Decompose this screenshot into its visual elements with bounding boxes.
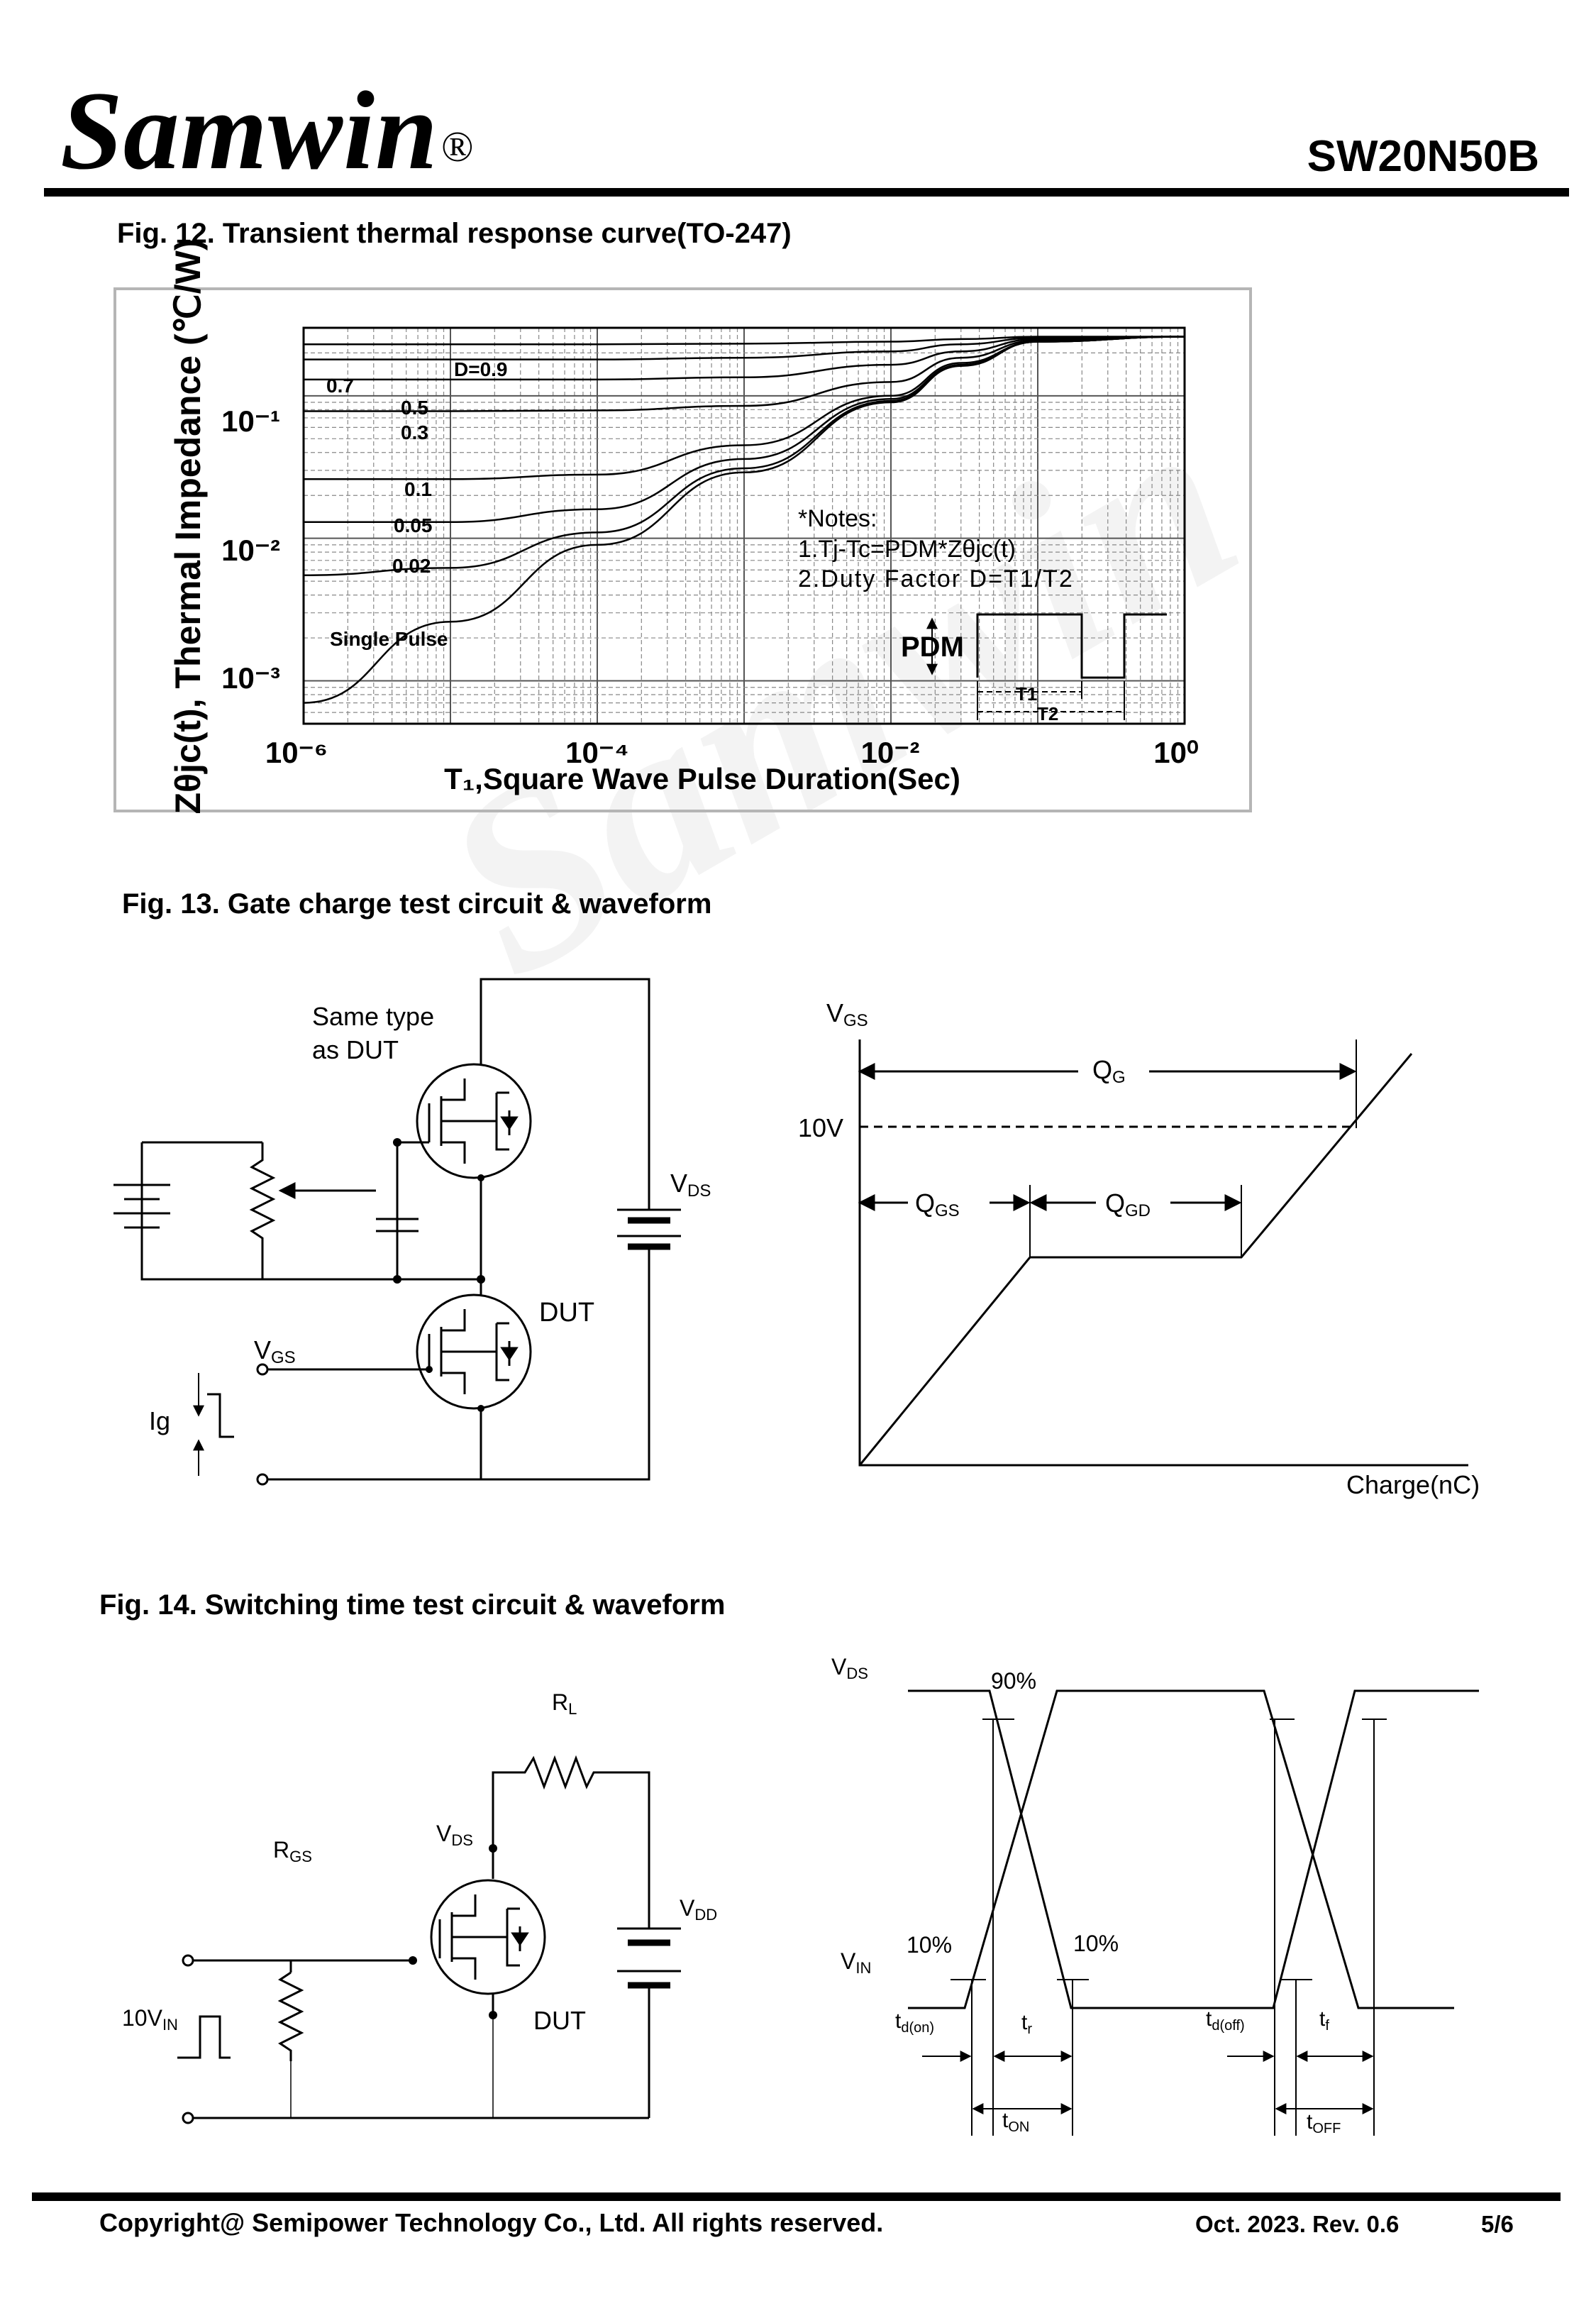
label-10-percent-b: 10%: [1073, 1931, 1119, 1956]
rgs-label: RGS: [273, 1837, 312, 1865]
fig13-nodes: [393, 1138, 485, 1412]
tr-label: tr: [1021, 2011, 1032, 2037]
tf-label: tf: [1319, 2007, 1329, 2034]
fig12-plot-area: [302, 326, 1186, 725]
footer-rule: [32, 2192, 1561, 2201]
fig12-x-tick-2: 10⁻⁴: [565, 736, 629, 769]
series-label-01: 0.1: [404, 478, 432, 500]
ten-v-label: 10V: [798, 1113, 843, 1142]
wave-vds-label: VDS: [831, 1654, 868, 1682]
note-1: 1.Tj-Tc=PDM*Zθjc(t): [798, 536, 1016, 563]
wave-vgs-label: VGS: [826, 998, 868, 1030]
fig12-x-tick-3: 10⁻²: [861, 736, 920, 769]
fig13-vgs-label: VGS: [254, 1335, 296, 1367]
notes-title: *Notes:: [798, 505, 877, 532]
note-2: 2.Duty Factor D=T1/T2: [798, 566, 1074, 592]
same-type-label-2: as DUT: [312, 1035, 399, 1064]
same-type-label-1: Same type: [312, 1002, 434, 1031]
fig12-grid: [303, 328, 1185, 724]
t1-label: T1: [1016, 683, 1037, 705]
series-line-7: [303, 336, 1185, 704]
ten-vin-label: 10VIN: [122, 2005, 178, 2034]
series-label-d09: D=0.9: [454, 358, 508, 380]
fig12-x-tick-1: 10⁻⁶: [265, 736, 328, 769]
series-line-3: [304, 336, 1185, 412]
fig14-circuit: [177, 1755, 681, 2119]
vdd-label: VDD: [680, 1895, 717, 1924]
footer-date-rev: Oct. 2023. Rev. 0.6: [1195, 2211, 1400, 2237]
header-rule: [44, 188, 1569, 197]
toff-label: tOFF: [1307, 2110, 1341, 2136]
registered-mark: ®: [440, 123, 475, 170]
fig12-curves: [303, 336, 1185, 704]
fig12-y-axis-label: Zθjc(t), Thermal Impedance (℃/W): [168, 238, 208, 814]
series-label-002: 0.02: [392, 555, 431, 577]
qgd-label: QGD: [1105, 1188, 1151, 1220]
pulse-diagram: [926, 613, 1167, 720]
tdoff-label: td(off): [1206, 2007, 1245, 2034]
fig12-title: Fig. 12. Transient thermal response curv…: [117, 218, 792, 249]
series-label-005: 0.05: [394, 514, 433, 536]
qgs-label: QGS: [915, 1188, 960, 1220]
fig12-x-axis-label: T₁,Square Wave Pulse Duration(Sec): [444, 762, 960, 795]
fig14-title: Fig. 14. Switching time test circuit & w…: [99, 1589, 725, 1621]
footer-copyright: Copyright@ Semipower Technology Co., Ltd…: [99, 2208, 884, 2237]
fig12-y-tick-1: 10⁻¹: [221, 404, 280, 438]
fig14-dut-label: DUT: [533, 2006, 586, 2035]
series-line-0: [304, 336, 1185, 346]
series-label-single: Single Pulse: [330, 628, 448, 650]
part-number: SW20N50B: [1307, 132, 1539, 181]
rl-label: RL: [552, 1689, 577, 1718]
brand-logo: Samwin®: [60, 69, 475, 193]
fig12-y-tick-3: 10⁻³: [221, 661, 280, 695]
charge-label: Charge(nC): [1346, 1470, 1480, 1499]
fig14-terminals: [182, 1954, 194, 2124]
gate-charge-waveform: [858, 1039, 1468, 1467]
fig13-ig-label: Ig: [149, 1406, 170, 1435]
fig14-nodes: [409, 1844, 497, 2019]
fig12-y-tick-2: 10⁻²: [221, 534, 280, 567]
mosfet-symbols: [428, 1078, 519, 1394]
series-line-1: [303, 336, 1185, 360]
t2-label: T2: [1037, 703, 1058, 724]
series-label-05: 0.5: [401, 397, 428, 419]
fig13-dut-label: DUT: [539, 1298, 594, 1328]
ton-label: tON: [1002, 2109, 1029, 2135]
switching-waveform: [908, 1689, 1479, 2136]
qg-label: QG: [1092, 1055, 1126, 1087]
fig12-chart-frame: [113, 287, 1252, 812]
series-label-07: 0.7: [326, 375, 354, 397]
pdm-label: PDM: [901, 631, 964, 663]
fig13-title: Fig. 13. Gate charge test circuit & wave…: [122, 888, 711, 920]
fig13-terminals: [256, 1363, 269, 1486]
tdon-label: td(on): [895, 2009, 934, 2036]
label-10-percent-a: 10%: [907, 1932, 952, 1958]
footer-page: 5/6: [1481, 2211, 1514, 2237]
label-90-percent: 90%: [991, 1668, 1036, 1694]
wave-vin-label: VIN: [841, 1948, 871, 1977]
fig14-vds-label: VDS: [436, 1821, 473, 1849]
series-line-2: [303, 336, 1185, 381]
series-label-03: 0.3: [401, 421, 428, 443]
fig13-vds-label: VDS: [670, 1169, 711, 1201]
fig14-mosfet-symbol: [438, 1894, 529, 1980]
fig12-x-tick-4: 10⁰: [1153, 736, 1199, 769]
